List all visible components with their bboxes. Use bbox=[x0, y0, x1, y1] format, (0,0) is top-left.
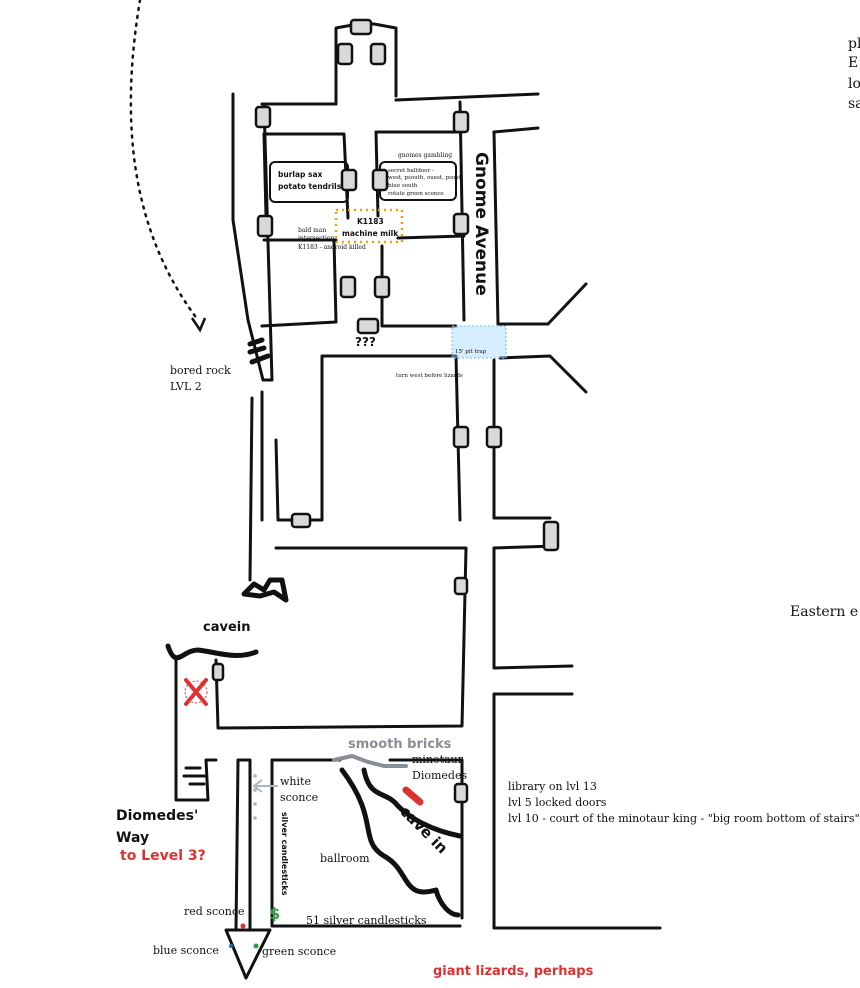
burlap-line-1: burlap sax bbox=[278, 170, 323, 179]
bored-rock-label: bored rock bbox=[170, 364, 231, 377]
sconce-pointer bbox=[252, 774, 278, 820]
svg-text:lo: lo bbox=[848, 76, 860, 92]
red-sconce-label: red sconce bbox=[184, 905, 245, 918]
doors bbox=[211, 18, 560, 804]
lvl2-label: LVL 2 bbox=[170, 380, 202, 393]
silver-candlesticks-vertical: silver candlesticks bbox=[280, 812, 289, 896]
gnomes-gambling-label: gnomes gambling bbox=[398, 152, 452, 159]
pit-trap-label: 15' pit trap bbox=[455, 349, 487, 355]
minotaur-label: minotaur bbox=[412, 753, 464, 766]
pit-trap-area bbox=[451, 325, 507, 359]
arrow-head bbox=[190, 317, 207, 333]
secret-line-2: west, psouth, ouest, psout bbox=[388, 175, 462, 181]
burlap-line-2: potato tendrils bbox=[278, 182, 342, 191]
edge-notes: pl E lo sa bbox=[848, 36, 860, 112]
cavein-label: cavein bbox=[203, 620, 250, 635]
k1183-label: K1183 bbox=[357, 217, 384, 226]
secret-line-4: rotate green sconce bbox=[388, 191, 444, 197]
question-marks: ??? bbox=[355, 335, 376, 349]
svg-text:E: E bbox=[848, 55, 858, 71]
secret-line-1: secret balldoor - bbox=[388, 168, 434, 174]
svg-text:pl: pl bbox=[848, 36, 860, 52]
svg-text:sa: sa bbox=[848, 96, 860, 112]
red-x-icon bbox=[184, 678, 208, 706]
bald-man-line-2: intersection bbox=[298, 235, 335, 242]
library-note-1: library on lvl 13 bbox=[508, 780, 597, 793]
gnome-avenue-label: Gnome Avenue bbox=[471, 152, 491, 296]
fifty-one-candlesticks-label: 51 silver candlesticks bbox=[306, 914, 427, 927]
bald-man-line-3: K1183 - android killed bbox=[298, 244, 366, 251]
library-note-3: lvl 10 - court of the minotaur king - "b… bbox=[508, 812, 860, 825]
diomedes-way-line-1: Diomedes' bbox=[116, 808, 198, 824]
diomedes-way-line-2: Way bbox=[116, 830, 149, 846]
smooth-bricks-label: smooth bricks bbox=[348, 737, 452, 752]
machine-milk-label: machine milk bbox=[342, 229, 399, 238]
walls bbox=[174, 22, 662, 980]
eastern-edge-label: Eastern e bbox=[790, 604, 858, 620]
smooth-bricks-line bbox=[332, 753, 408, 768]
to-level-3-label: to Level 3? bbox=[120, 848, 206, 864]
minotaur-marker bbox=[402, 786, 424, 806]
diomedes-label: Diomedes bbox=[412, 769, 467, 782]
dotted-arrow bbox=[129, 0, 200, 322]
cave-in-scribble bbox=[339, 767, 461, 918]
bored-rock-marks bbox=[247, 337, 271, 365]
green-sconce-dot bbox=[253, 943, 259, 949]
green-sconce-label: green sconce bbox=[262, 945, 336, 958]
cavein-rubble-top bbox=[241, 577, 289, 603]
white-sconce-line-2: sconce bbox=[280, 791, 318, 804]
blue-sconce-dot bbox=[229, 944, 233, 948]
giant-lizards-label: giant lizards, perhaps bbox=[433, 964, 594, 979]
bald-man-line-1: bald man bbox=[298, 227, 326, 234]
cavein-rubble-left bbox=[165, 643, 259, 661]
library-note-2: lvl 5 locked doors bbox=[508, 796, 607, 809]
cave-in-scribble-2 bbox=[361, 767, 463, 839]
dollar-icon: $ bbox=[269, 904, 280, 923]
turn-west-label: turn west before lizards bbox=[396, 373, 463, 379]
ballroom-label: ballroom bbox=[320, 852, 370, 865]
blue-sconce-label: blue sconce bbox=[153, 944, 219, 957]
secret-line-3: blue south bbox=[388, 183, 418, 189]
red-sconce-dot bbox=[240, 923, 246, 929]
white-sconce-line-1: white bbox=[280, 775, 311, 788]
k1183-box bbox=[334, 208, 404, 244]
